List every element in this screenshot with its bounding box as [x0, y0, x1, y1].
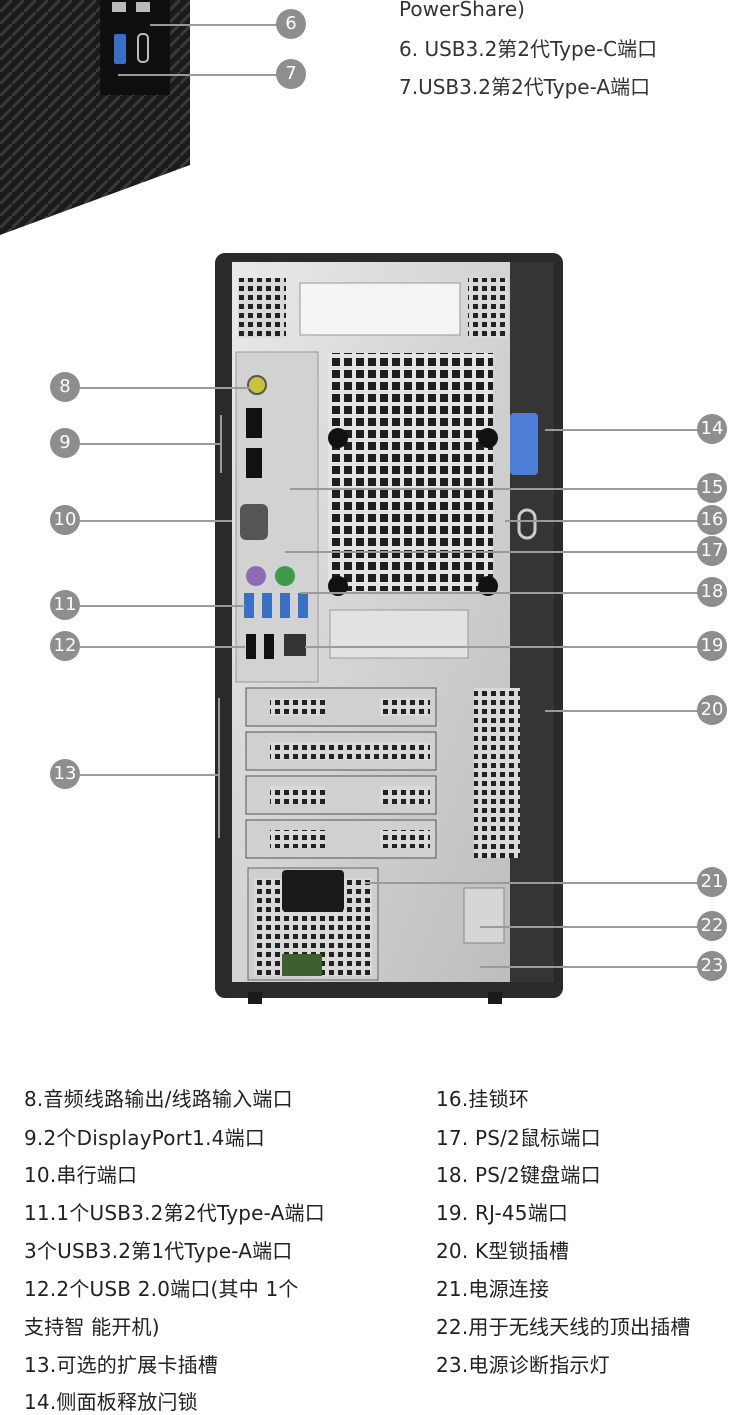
callout-23-badge: 23: [697, 951, 727, 981]
callout-20-badge: 20: [697, 695, 727, 725]
callout-11-badge: 11: [50, 590, 80, 620]
caption-18: 18. PS/2键盘端口: [436, 1159, 601, 1188]
caption-22: 22.用于无线天线的顶出插槽: [436, 1311, 691, 1340]
callout-17-badge: 17: [697, 536, 727, 566]
callout-9-badge: 9: [50, 428, 80, 458]
caption-17: 17. PS/2鼠标端口: [436, 1122, 601, 1151]
caption-14: 14.侧面板释放闩锁: [24, 1386, 198, 1415]
caption-21: 21.电源连接: [436, 1273, 549, 1302]
callout-13-badge: 13: [50, 759, 80, 789]
callout-14-badge: 14: [697, 414, 727, 444]
caption-12-cont: 支持智 能开机): [24, 1311, 160, 1340]
caption-19: 19. RJ-45端口: [436, 1197, 568, 1226]
rear-chassis-image: [210, 248, 570, 1008]
caption-13: 13.可选的扩展卡插槽: [24, 1349, 218, 1378]
top-caption-6: 6. USB3.2第2代Type-C端口: [399, 33, 657, 62]
callout-21-badge: 21: [697, 867, 727, 897]
front-chassis-image: [0, 0, 200, 240]
callout-6-badge: 6: [276, 9, 306, 39]
callout-15-badge: 15: [697, 473, 727, 503]
caption-10: 10.串行端口: [24, 1159, 137, 1188]
callout-8-badge: 8: [50, 372, 80, 402]
top-caption-5-tail: PowerShare): [399, 0, 525, 21]
caption-11-cont: 3个USB3.2第1代Type-A端口: [24, 1235, 293, 1264]
top-caption-7: 7.USB3.2第2代Type-A端口: [399, 71, 650, 100]
caption-20: 20. K型锁插槽: [436, 1235, 569, 1264]
caption-8: 8.音频线路输出/线路输入端口: [24, 1083, 293, 1112]
caption-12: 12.2个USB 2.0端口(其中 1个: [24, 1273, 299, 1302]
callout-19-badge: 19: [697, 631, 727, 661]
caption-16: 16.挂锁环: [436, 1083, 529, 1112]
callout-16-badge: 16: [697, 505, 727, 535]
caption-9: 9.2个DisplayPort1.4端口: [24, 1122, 265, 1151]
callout-7-badge: 7: [276, 59, 306, 89]
callout-18-badge: 18: [697, 577, 727, 607]
callout-22-badge: 22: [697, 911, 727, 941]
caption-23: 23.电源诊断指示灯: [436, 1349, 610, 1378]
caption-11: 11.1个USB3.2第2代Type-A端口: [24, 1197, 325, 1226]
callout-12-badge: 12: [50, 631, 80, 661]
callout-10-badge: 10: [50, 505, 80, 535]
